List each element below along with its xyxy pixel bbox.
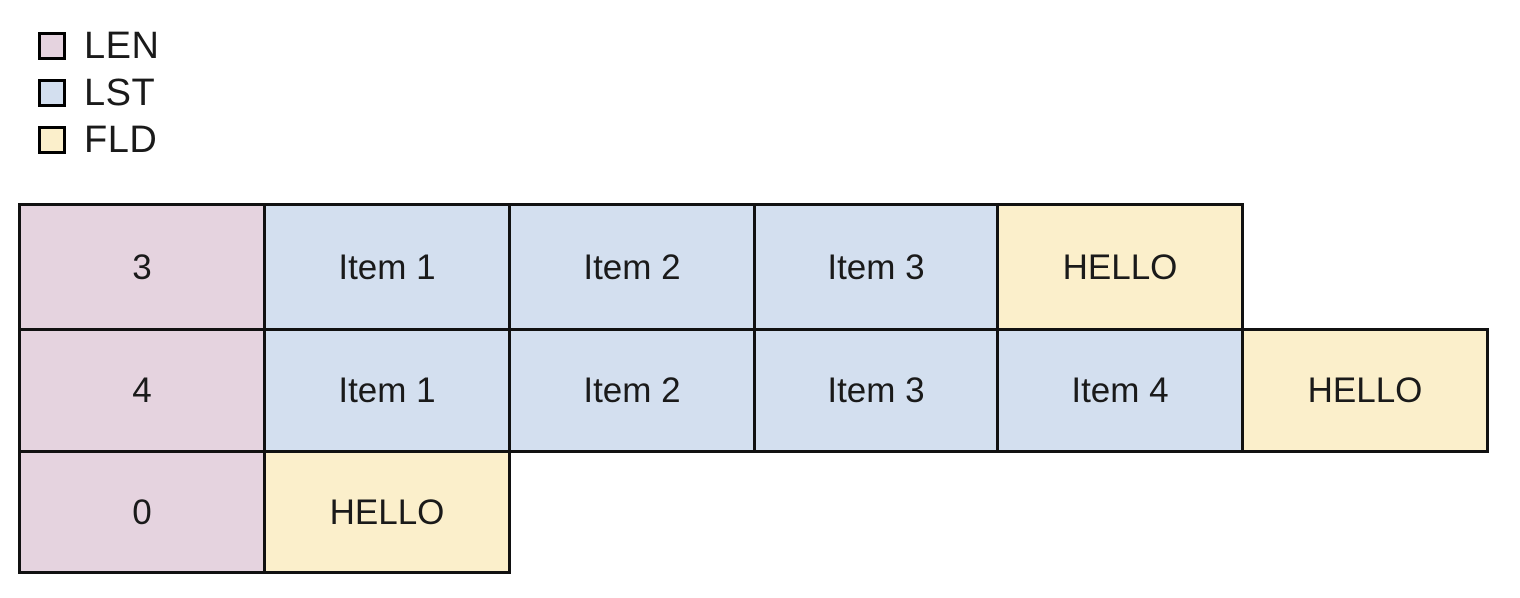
- legend-swatch-icon: [38, 125, 66, 154]
- table-cell-fld: HELLO: [996, 203, 1244, 331]
- table-cell-fld: HELLO: [263, 450, 511, 574]
- legend-item-label: LST: [84, 71, 156, 114]
- legend-item-lst: LST: [38, 69, 159, 116]
- table-cell-lst: Item 1: [263, 328, 511, 453]
- legend-swatch-icon: [38, 31, 66, 60]
- legend-item-label: LEN: [84, 24, 160, 67]
- table-cell-lst: Item 2: [508, 203, 756, 331]
- table-cell-fld: HELLO: [1241, 328, 1489, 453]
- table-cell-lst: Item 4: [996, 328, 1244, 453]
- legend-item-label: FLD: [84, 118, 158, 161]
- table-cell-len: 0: [18, 450, 266, 574]
- table-cell-lst: Item 2: [508, 328, 756, 453]
- table-cell-lst: Item 3: [753, 203, 999, 331]
- table-cell-lst: Item 3: [753, 328, 999, 453]
- table-cell-lst: Item 1: [263, 203, 511, 331]
- legend-item-len: LEN: [38, 22, 159, 69]
- table-cell-len: 4: [18, 328, 266, 453]
- table-cell-len: 3: [18, 203, 266, 331]
- legend-item-fld: FLD: [38, 116, 159, 163]
- legend-swatch-icon: [38, 78, 66, 107]
